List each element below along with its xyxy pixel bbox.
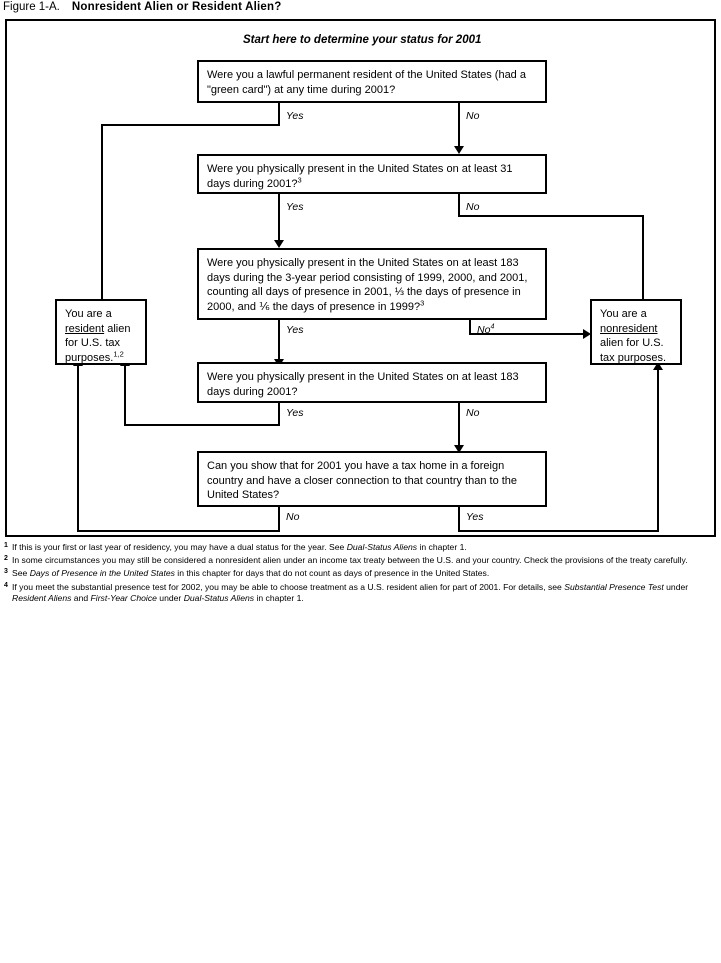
page-title: Figure 1-A. Nonresident Alien or Resident… [3,1,703,17]
figure-label: Figure 1-A. [3,1,60,13]
edge-q5-no-segment-left [77,530,280,532]
edge-q2-no-segment-right [458,215,644,217]
terminal-resident-line1: You are a [65,308,112,320]
edge-q2-yes-segment [278,194,280,242]
decision-node-183-days-3-year: Were you physically present in the Unite… [197,248,547,320]
edge-label-q4-no: No [466,407,480,419]
edge-label-q3-yes: Yes [286,324,304,336]
decision-node-183-days-2001: Were you physically present in the Unite… [197,362,547,403]
footnote-4-mid1: under [663,581,689,592]
footnote-3: 3 See Days of Presence in the United Stat… [4,568,718,579]
terminal-resident-superscript: 1,2 [113,348,124,358]
terminal-nonresident-line1: You are a [600,308,647,320]
footnote-4-italic: Substantial Presence Test [564,581,664,592]
edge-label-q5-no: No [286,511,300,523]
footnote-3-pre: See [12,568,30,579]
edge-q1-yes-segment-down [278,103,280,125]
footnote-4-mid3: under [156,592,184,603]
edge-label-q5-yes: Yes [466,511,484,523]
footnote-1: 1 If this is your first or last year of r… [4,542,718,553]
footnote-3-italic: Days of Presence in the United States [29,568,175,579]
edge-q5-no-segment-up [77,365,79,532]
edge-label-q3-no: No4 [477,323,495,337]
footnote-4-mid2: and [71,592,91,603]
footnote-2-pre: In some circumstances you may still be c… [12,555,688,566]
edge-q4-no-arrowhead [454,445,464,453]
terminal-node-nonresident: You are a nonresident alien for U.S. tax… [590,299,682,365]
footnote-4-italic2: Resident Aliens [12,592,72,603]
edge-q5-yes-arrowhead [653,362,663,370]
start-label: Start here to determine your status for … [243,34,482,46]
edge-q1-yes-segment-down2 [101,124,103,309]
footnote-4: 4 If you meet the substantial presence te… [4,582,718,604]
edge-label-q2-yes: Yes [286,201,304,213]
terminal-nonresident-emphasis: nonresident [600,322,658,335]
terminal-resident-line4: purposes.1,2 [65,348,124,364]
decision-node-183-days-3-year-superscript: 3 [420,297,425,307]
edge-q5-yes-segment-down [458,507,460,531]
edge-q5-no-segment-down [278,507,280,531]
footnote-1-pre: If this is your first or last year of re… [12,542,347,552]
decision-node-closer-connection: Can you show that for 2001 you have a ta… [197,451,547,507]
terminal-resident-emphasis: resident [65,322,105,335]
decision-node-31-days: Were you physically present in the Unite… [197,154,547,194]
edge-q1-yes-segment-left [101,124,280,126]
footnote-2: 2 In some circumstances you may still be … [4,555,718,566]
terminal-resident-line2: resident alien [65,322,131,335]
footnote-1-post: in chapter 1. [417,542,467,552]
footnote-3-post: in this chapter for days that do not cou… [174,568,490,579]
footnote-4-mark: 4 [4,581,8,589]
decision-node-green-card: Were you a lawful permanent resident of … [197,60,547,103]
decision-node-green-card-text: Were you a lawful permanent resident of … [207,69,526,96]
terminal-nonresident-line2: nonresident [600,322,672,337]
footnote-4-italic3: First-Year Choice [90,592,157,603]
edge-q3-yes-segment [278,320,280,362]
edge-label-q1-yes: Yes [286,110,304,122]
edge-label-q4-yes: Yes [286,407,304,419]
footnote-3-mark: 3 [4,568,8,576]
edge-q2-no-segment-down2 [642,215,644,309]
terminal-nonresident-line4: tax purposes. [600,351,667,364]
footnote-2-mark: 2 [4,555,8,563]
edge-label-q1-no: No [466,110,480,122]
edge-q4-yes-segment-up [124,365,126,426]
footnote-4-italic4: Dual-Status Aliens [183,592,255,603]
decision-node-183-days-2001-text: Were you physically present in the Unite… [207,371,519,398]
footnote-1-italic: Dual-Status Aliens [346,542,418,552]
decision-node-closer-connection-text: Can you show that for 2001 you have a ta… [207,460,518,501]
edge-q4-yes-segment-left [124,424,280,426]
edge-q2-yes-arrowhead [274,240,284,248]
edge-q1-no-segment [458,103,460,148]
edge-q3-no-arrowhead [583,329,591,339]
decision-node-31-days-text: Were you physically present in the Unite… [207,163,513,190]
edge-q5-yes-segment-up [657,369,659,532]
terminal-resident-line3: for U.S. tax [65,337,121,349]
terminal-node-resident: You are a resident alien for U.S. tax pu… [55,299,147,365]
edge-label-q2-no: No [466,201,480,213]
flowchart-frame: Start here to determine your status for … [5,19,716,537]
footnotes-section: 1 If this is your first or last year of r… [4,542,718,606]
footnote-4-post: in chapter 1. [254,592,304,603]
edge-q3-no-segment-right [469,333,584,335]
footnote-4-pre: If you meet the substantial presence tes… [12,581,565,592]
edge-q3-no-segment-down [469,320,471,334]
decision-node-183-days-3-year-text: Were you physically present in the Unite… [207,257,528,313]
footnote-1-mark: 1 [4,542,8,549]
figure-title-text: Nonresident Alien or Resident Alien? [71,1,282,13]
terminal-nonresident-line3: alien for U.S. [600,337,664,349]
edge-q2-no-segment-down [458,194,460,216]
edge-q5-yes-segment-right [458,530,659,532]
edge-q1-no-arrowhead [454,146,464,154]
edge-q4-no-segment [458,403,460,447]
decision-node-31-days-superscript: 3 [297,174,302,184]
edge-q4-yes-segment-down [278,403,280,425]
